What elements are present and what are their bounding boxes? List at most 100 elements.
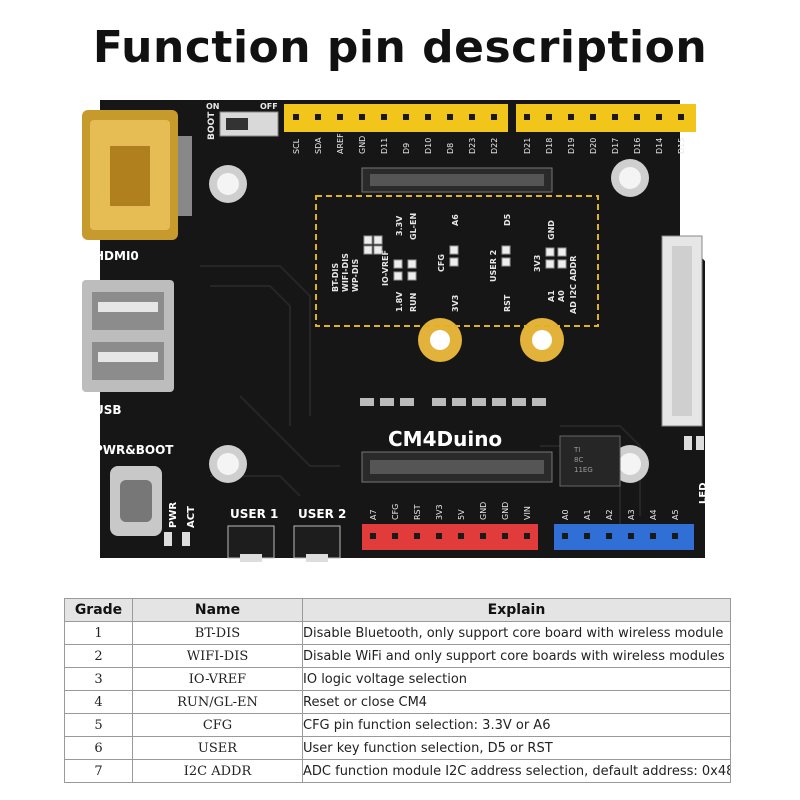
pin-label: A4 <box>649 509 658 520</box>
boot-on-label: ON <box>206 102 220 111</box>
pin-label: A1 <box>583 509 592 520</box>
jumper-label-cfg: CFG <box>437 254 446 272</box>
pin-description-table: Grade Name Explain 1 BT-DIS Disable Blue… <box>64 598 731 783</box>
cell-name: USER <box>132 736 303 760</box>
header-name: Name <box>132 598 303 622</box>
boot-label: BOOT <box>207 111 217 140</box>
mounting-holes <box>209 159 649 483</box>
cell-explain: IO logic voltage selection <box>302 667 731 691</box>
hdmi-port[interactable] <box>82 110 192 240</box>
pin-label: A7 <box>369 509 378 520</box>
pin-label: CFG <box>391 504 400 520</box>
power-label: PWR&BOOT <box>94 443 174 457</box>
cell-grade: 5 <box>64 713 133 737</box>
top-header-right <box>516 104 696 132</box>
act-led-label: ACT <box>186 506 197 528</box>
jumper-label-user2: USER 2 <box>489 250 498 282</box>
bottom-header-blue <box>554 524 694 550</box>
jumper-label-run: RUN <box>409 293 418 312</box>
user1-label: USER 1 <box>230 507 278 521</box>
pin-label: A3 <box>627 509 636 520</box>
cell-name: IO-VREF <box>132 667 303 691</box>
cell-grade: 7 <box>64 759 133 783</box>
hdmi-label: HDMI0 <box>94 249 139 263</box>
cell-explain: Disable Bluetooth, only support core boa… <box>302 621 731 645</box>
boot-switch[interactable] <box>219 111 279 137</box>
cell-grade: 2 <box>64 644 133 668</box>
cell-explain: ADC function module I2C address selectio… <box>302 759 731 783</box>
jumper-area <box>315 195 599 327</box>
pin-label: D22 <box>490 138 499 154</box>
pwr-led-label: PWR <box>168 502 179 528</box>
header-grade: Grade <box>64 598 133 622</box>
user2-button[interactable] <box>293 525 341 562</box>
jumper-label-a1: A1 <box>547 290 556 302</box>
user2-label: USER 2 <box>298 507 346 521</box>
pin-label: D8 <box>446 143 455 154</box>
jumper-label-bt-dis: BT-DIS <box>331 263 340 292</box>
cell-name: BT-DIS <box>132 621 303 645</box>
cell-name: I2C ADDR <box>132 759 303 783</box>
jumper-label-ad-i2c-addr: AD I2C ADDR <box>569 256 578 314</box>
jumper-label-3v3: 3.3V <box>395 215 404 236</box>
cell-name: WIFI-DIS <box>132 644 303 668</box>
pin-label: D9 <box>402 143 411 154</box>
pin-label: D16 <box>633 138 642 154</box>
bottom-header-labels: A7 CFG RST 3V3 5V GND GND VIN A0 A1 A2 A… <box>369 502 680 520</box>
led-label: LED <box>698 482 709 504</box>
jumper-label-gl-en: GL-EN <box>409 213 418 240</box>
pin-label: 3V3 <box>435 504 444 520</box>
jumper-label-a0: A0 <box>557 290 566 302</box>
pin-label: GND <box>479 502 488 520</box>
table-row: 4 RUN/GL-EN Reset or close CM4 <box>64 690 731 714</box>
pin-label: GND <box>358 136 367 154</box>
jumper-label-gnd: GND <box>547 220 556 240</box>
cell-name: RUN/GL-EN <box>132 690 303 714</box>
jumper-label-3v3-b: 3V3 <box>451 295 460 312</box>
pin-label: VIN <box>523 506 532 520</box>
jumper-label-wifi-dis: WIFI-DIS <box>341 253 350 292</box>
pcb-body <box>100 100 705 558</box>
jumper-label-wp-dis: WP-DIS <box>351 259 360 292</box>
jumper-label-d5: D5 <box>503 213 512 226</box>
pin-label: SCL <box>292 138 301 154</box>
board-model-label: CM4Duino <box>388 427 502 451</box>
usb-port[interactable] <box>82 280 174 392</box>
pin-label: D11 <box>380 138 389 154</box>
board-photo: SCL SDA AREF GND D11 D9 D10 D8 D23 D22 D… <box>80 96 720 566</box>
pin-label: D17 <box>611 138 620 154</box>
cell-explain: User key function selection, D5 or RST <box>302 736 731 760</box>
pin-label: 5V <box>457 509 466 520</box>
pin-label: A0 <box>561 509 570 520</box>
chip-text-line: 8C <box>574 456 583 464</box>
jumper-pads <box>363 235 567 281</box>
table-header-row: Grade Name Explain <box>64 598 731 622</box>
table-row: 1 BT-DIS Disable Bluetooth, only support… <box>64 621 731 645</box>
header-explain: Explain <box>302 598 731 622</box>
jumper-label-3v3-c: 3V3 <box>533 255 542 272</box>
user1-button[interactable] <box>227 525 275 562</box>
table-row: 5 CFG CFG pin function selection: 3.3V o… <box>64 713 731 737</box>
usb-c-port[interactable] <box>110 466 162 536</box>
cell-explain: Disable WiFi and only support core board… <box>302 644 731 668</box>
cell-grade: 3 <box>64 667 133 691</box>
jumper-labels: BT-DIS WIFI-DIS WP-DIS 3.3V IO-VREF 1.8V… <box>331 213 578 314</box>
jumper-label-1v8: 1.8V <box>395 291 404 312</box>
table-row: 3 IO-VREF IO logic voltage selection <box>64 667 731 691</box>
status-leds <box>164 532 190 546</box>
cell-grade: 4 <box>64 690 133 714</box>
cell-grade: 1 <box>64 621 133 645</box>
pin-label: D15 <box>677 138 686 154</box>
boot-off-label: OFF <box>260 102 278 111</box>
pin-label: D19 <box>567 138 576 154</box>
chip-text-line: 11EG <box>574 466 593 474</box>
pin-label: D20 <box>589 138 598 154</box>
fpc-connector[interactable] <box>661 235 703 427</box>
user-led <box>684 436 704 450</box>
smd-components <box>360 398 546 406</box>
pin-label: AREF <box>336 133 345 154</box>
adc-chip <box>559 435 621 487</box>
pins-table: Grade Name Explain 1 BT-DIS Disable Blue… <box>64 598 731 783</box>
jumper-label-a6: A6 <box>451 214 460 226</box>
jumper-label-rst: RST <box>503 294 512 312</box>
